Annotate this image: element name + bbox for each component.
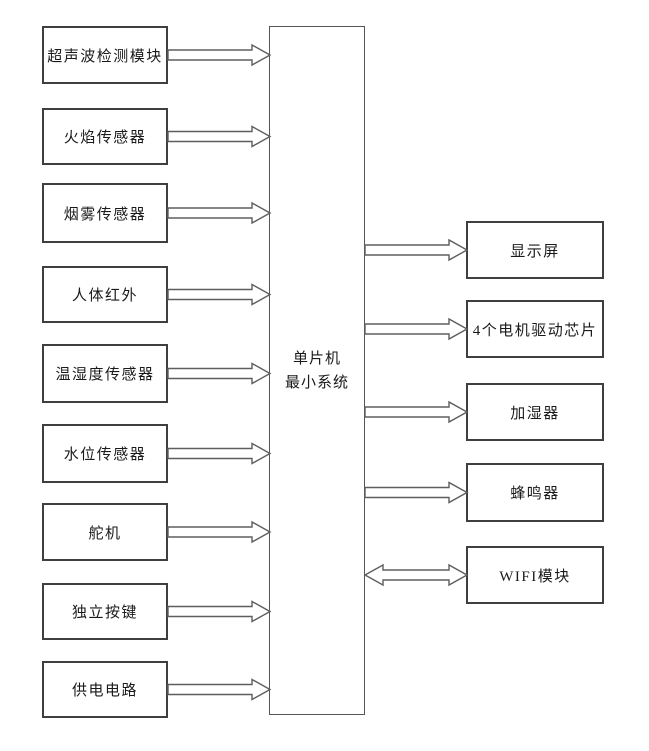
- right-module-box: 4个电机驱动芯片: [466, 300, 604, 358]
- module-label: 水位传感器: [63, 447, 147, 463]
- module-label: 温湿度传感器: [55, 367, 155, 383]
- flow-arrow: [167, 520, 272, 544]
- flow-arrow: [167, 362, 272, 385]
- flow-arrow: [167, 600, 272, 623]
- flow-arrow: [167, 442, 272, 465]
- left-module-box: 超声波检测模块: [42, 26, 168, 84]
- left-module-box: 独立按键: [42, 583, 168, 640]
- module-label: 超声波检测模块: [47, 48, 163, 65]
- flow-arrow: [364, 481, 469, 504]
- left-module-box: 水位传感器: [42, 424, 168, 483]
- left-module-box: 人体红外: [42, 266, 168, 323]
- module-label: 舵机: [88, 525, 122, 542]
- bidirectional-flow-arrow: [363, 563, 469, 587]
- flow-arrow: [167, 201, 272, 225]
- mcu-system-box: 单片机 最小系统: [269, 26, 365, 715]
- flow-arrow: [364, 400, 469, 424]
- module-label: 显示屏: [510, 243, 560, 260]
- module-label: 供电电路: [71, 683, 138, 699]
- module-label: 独立按键: [71, 605, 138, 621]
- flow-arrow: [167, 283, 272, 306]
- right-module-box: WIFI模块: [466, 546, 604, 604]
- flow-arrow: [167, 678, 272, 701]
- right-module-box: 加湿器: [466, 383, 604, 441]
- flow-arrow: [364, 317, 469, 341]
- module-label: 人体红外: [71, 288, 138, 304]
- left-module-box: 火焰传感器: [42, 108, 168, 165]
- mcu-label-line2: 最小系统: [284, 374, 349, 391]
- right-module-box: 显示屏: [466, 221, 604, 279]
- flow-arrow: [364, 238, 469, 262]
- module-label: 4个电机驱动芯片: [472, 322, 598, 339]
- flow-arrow: [167, 43, 272, 67]
- right-module-box: 蜂鸣器: [466, 463, 604, 522]
- left-module-box: 烟雾传感器: [42, 183, 168, 243]
- left-module-box: 温湿度传感器: [42, 344, 168, 403]
- module-label: 火焰传感器: [63, 130, 147, 146]
- mcu-label-line1: 单片机: [292, 350, 341, 367]
- module-label: WIFI模块: [499, 568, 571, 585]
- flow-arrow: [167, 125, 272, 148]
- left-module-box: 供电电路: [42, 661, 168, 718]
- module-label: 蜂鸣器: [510, 486, 560, 502]
- left-module-box: 舵机: [42, 503, 168, 561]
- module-label: 加湿器: [510, 405, 560, 422]
- module-label: 烟雾传感器: [63, 206, 147, 223]
